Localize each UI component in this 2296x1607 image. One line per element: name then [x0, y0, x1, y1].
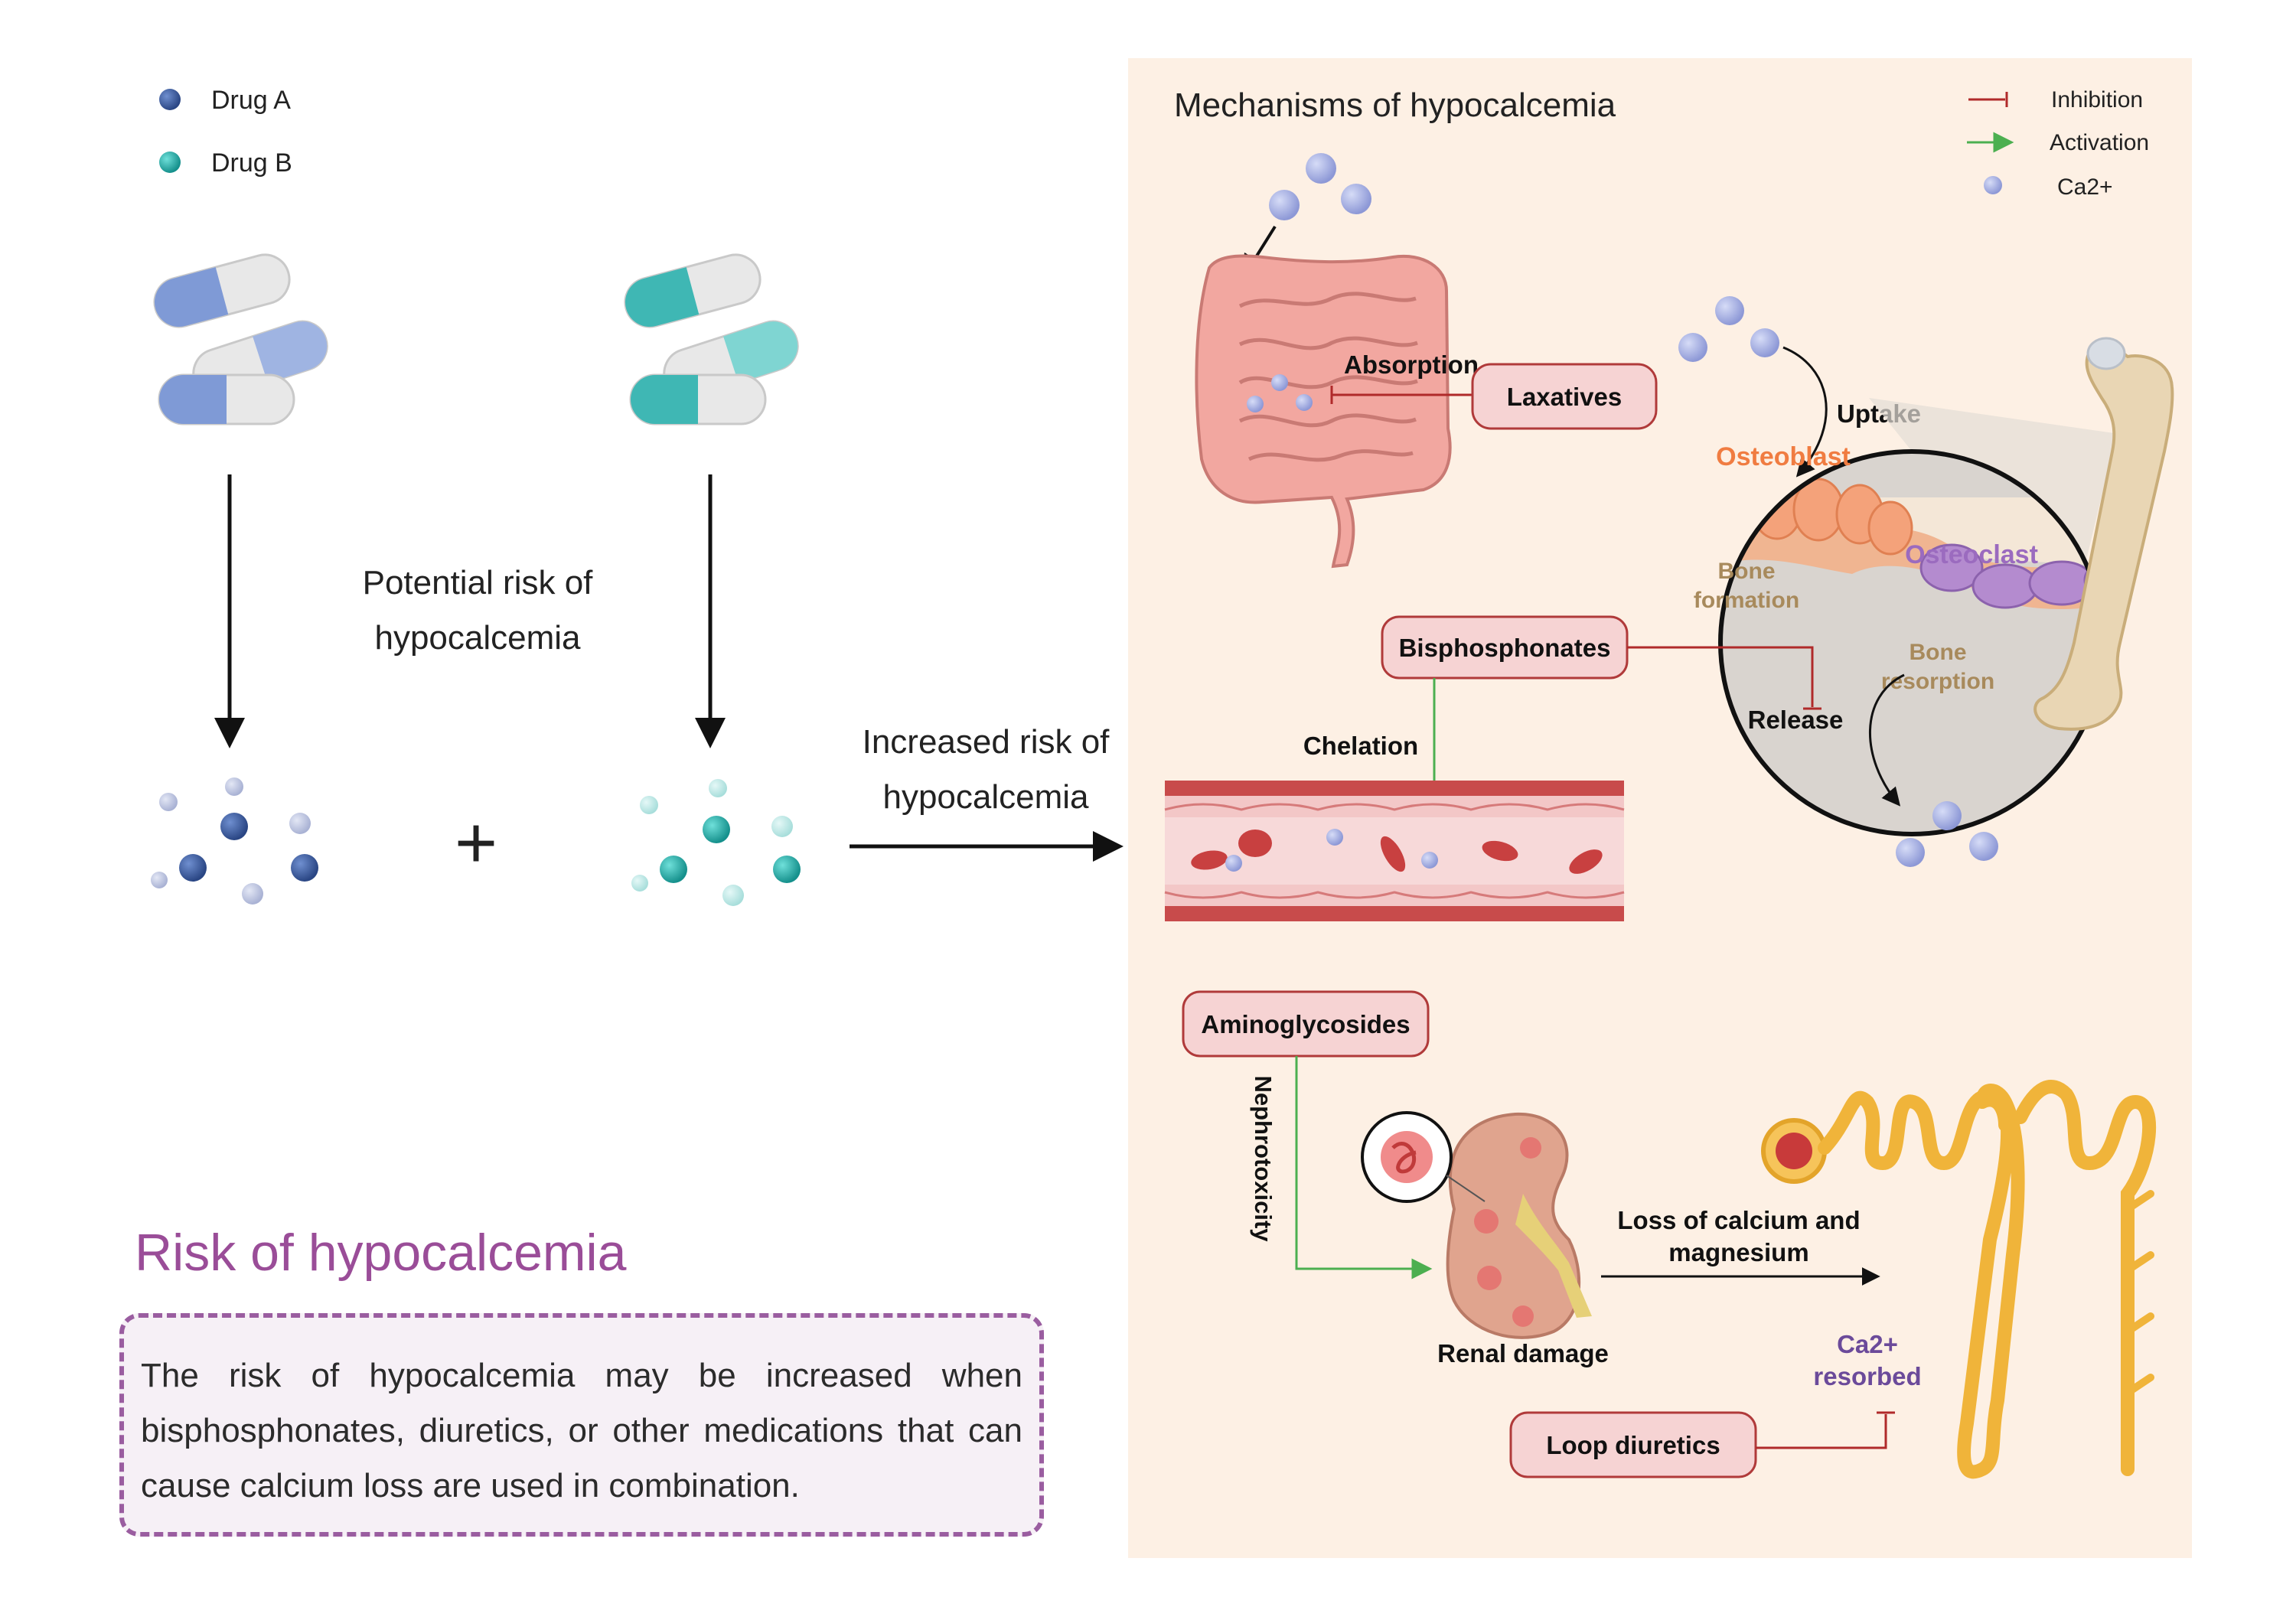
potential-risk-line1: Potential risk of — [363, 564, 594, 601]
ca-ions-top — [1269, 153, 1371, 220]
summary-text: The risk of hypocalcemia may be increase… — [141, 1357, 1022, 1504]
bone-resorption-line1: Bone — [1910, 640, 1967, 665]
nephrotoxicity-activation-line — [1295, 1056, 1433, 1279]
loop-diuretics-inhibition-line — [1756, 1414, 1887, 1449]
glomerulus-inset-icon — [1361, 1111, 1486, 1203]
bisphosphonates-label: Bisphosphonates — [1399, 634, 1611, 662]
absorption-label: Absorption — [1344, 350, 1479, 379]
summary-box: The risk of hypocalcemia may be increase… — [119, 1313, 1044, 1537]
laxatives-box — [1471, 363, 1658, 430]
mechanisms-title: Mechanisms of hypocalcemia — [1174, 86, 1616, 124]
risk-title: Risk of hypocalcemia — [135, 1224, 627, 1282]
legend-ca-dot — [1984, 176, 2002, 194]
osteoblast-label: Osteoblast — [1716, 442, 1851, 471]
aminoglycosides-box — [1182, 990, 1430, 1058]
legend-activation: Activation — [2050, 130, 2149, 155]
chelation-label: Chelation — [1303, 732, 1418, 760]
bone-formation-line2: formation — [1694, 588, 1799, 613]
nephrotoxicity-label: Nephrotoxicity — [1250, 1075, 1277, 1242]
resorption-release-arrow — [1868, 673, 1905, 807]
legend-ca: Ca2+ — [2057, 174, 2113, 200]
ca-ions-bone-top — [1678, 296, 1779, 362]
drug-b-particles — [631, 779, 801, 906]
increased-risk-line2: hypocalcemia — [882, 778, 1089, 816]
mechanisms-legend: Inhibition Activation Ca2+ — [1967, 87, 2149, 200]
laxatives-label: Laxatives — [1507, 383, 1622, 411]
drug-b-capsules-icon — [624, 253, 799, 425]
femur-icon — [2033, 337, 2174, 731]
drug-b-legend-dot — [159, 152, 181, 173]
blood-vessel-icon — [1164, 781, 1625, 921]
potential-risk-line2: hypocalcemia — [374, 619, 581, 657]
release-label: Release — [1748, 706, 1844, 734]
osteoclast-label: Osteoclast — [1905, 540, 2038, 569]
loop-diuretics-label: Loop diuretics — [1546, 1431, 1720, 1459]
drug-a-legend-label: Drug A — [211, 86, 291, 115]
loss-calcium-line1: Loss of calcium and — [1617, 1206, 1860, 1234]
loss-calcium-line2: magnesium — [1668, 1238, 1808, 1266]
plus-sign: + — [455, 802, 497, 884]
loop-diuretics-box — [1509, 1411, 1757, 1478]
increased-risk-line1: Increased risk of — [863, 723, 1110, 761]
uptake-arrow — [1782, 346, 1828, 478]
bisphosphonates-inhibition-line — [1627, 646, 1814, 707]
ca-resorbed-line1: Ca2+ — [1837, 1330, 1898, 1358]
nephron-icon — [1761, 1080, 2157, 1479]
drug-a-particles — [151, 777, 318, 905]
intestine-icon — [1195, 254, 1452, 569]
legend-inhibition: Inhibition — [2051, 87, 2143, 112]
kidney-icon — [1446, 1112, 1592, 1339]
drug-b-legend-label: Drug B — [211, 148, 292, 178]
bone-formation-line1: Bone — [1718, 559, 1776, 584]
ca-ions-bone-bottom — [1896, 801, 1998, 867]
left-legend: Drug A Drug B — [159, 86, 292, 178]
aminoglycosides-label: Aminoglycosides — [1201, 1010, 1410, 1038]
renal-damage-label: Renal damage — [1437, 1339, 1609, 1367]
drug-a-legend-dot — [159, 89, 181, 110]
bone-resorption-line2: resorption — [1881, 669, 1994, 694]
ca-resorbed-line2: resorbed — [1813, 1362, 1921, 1390]
drug-a-capsules-icon — [153, 253, 328, 425]
